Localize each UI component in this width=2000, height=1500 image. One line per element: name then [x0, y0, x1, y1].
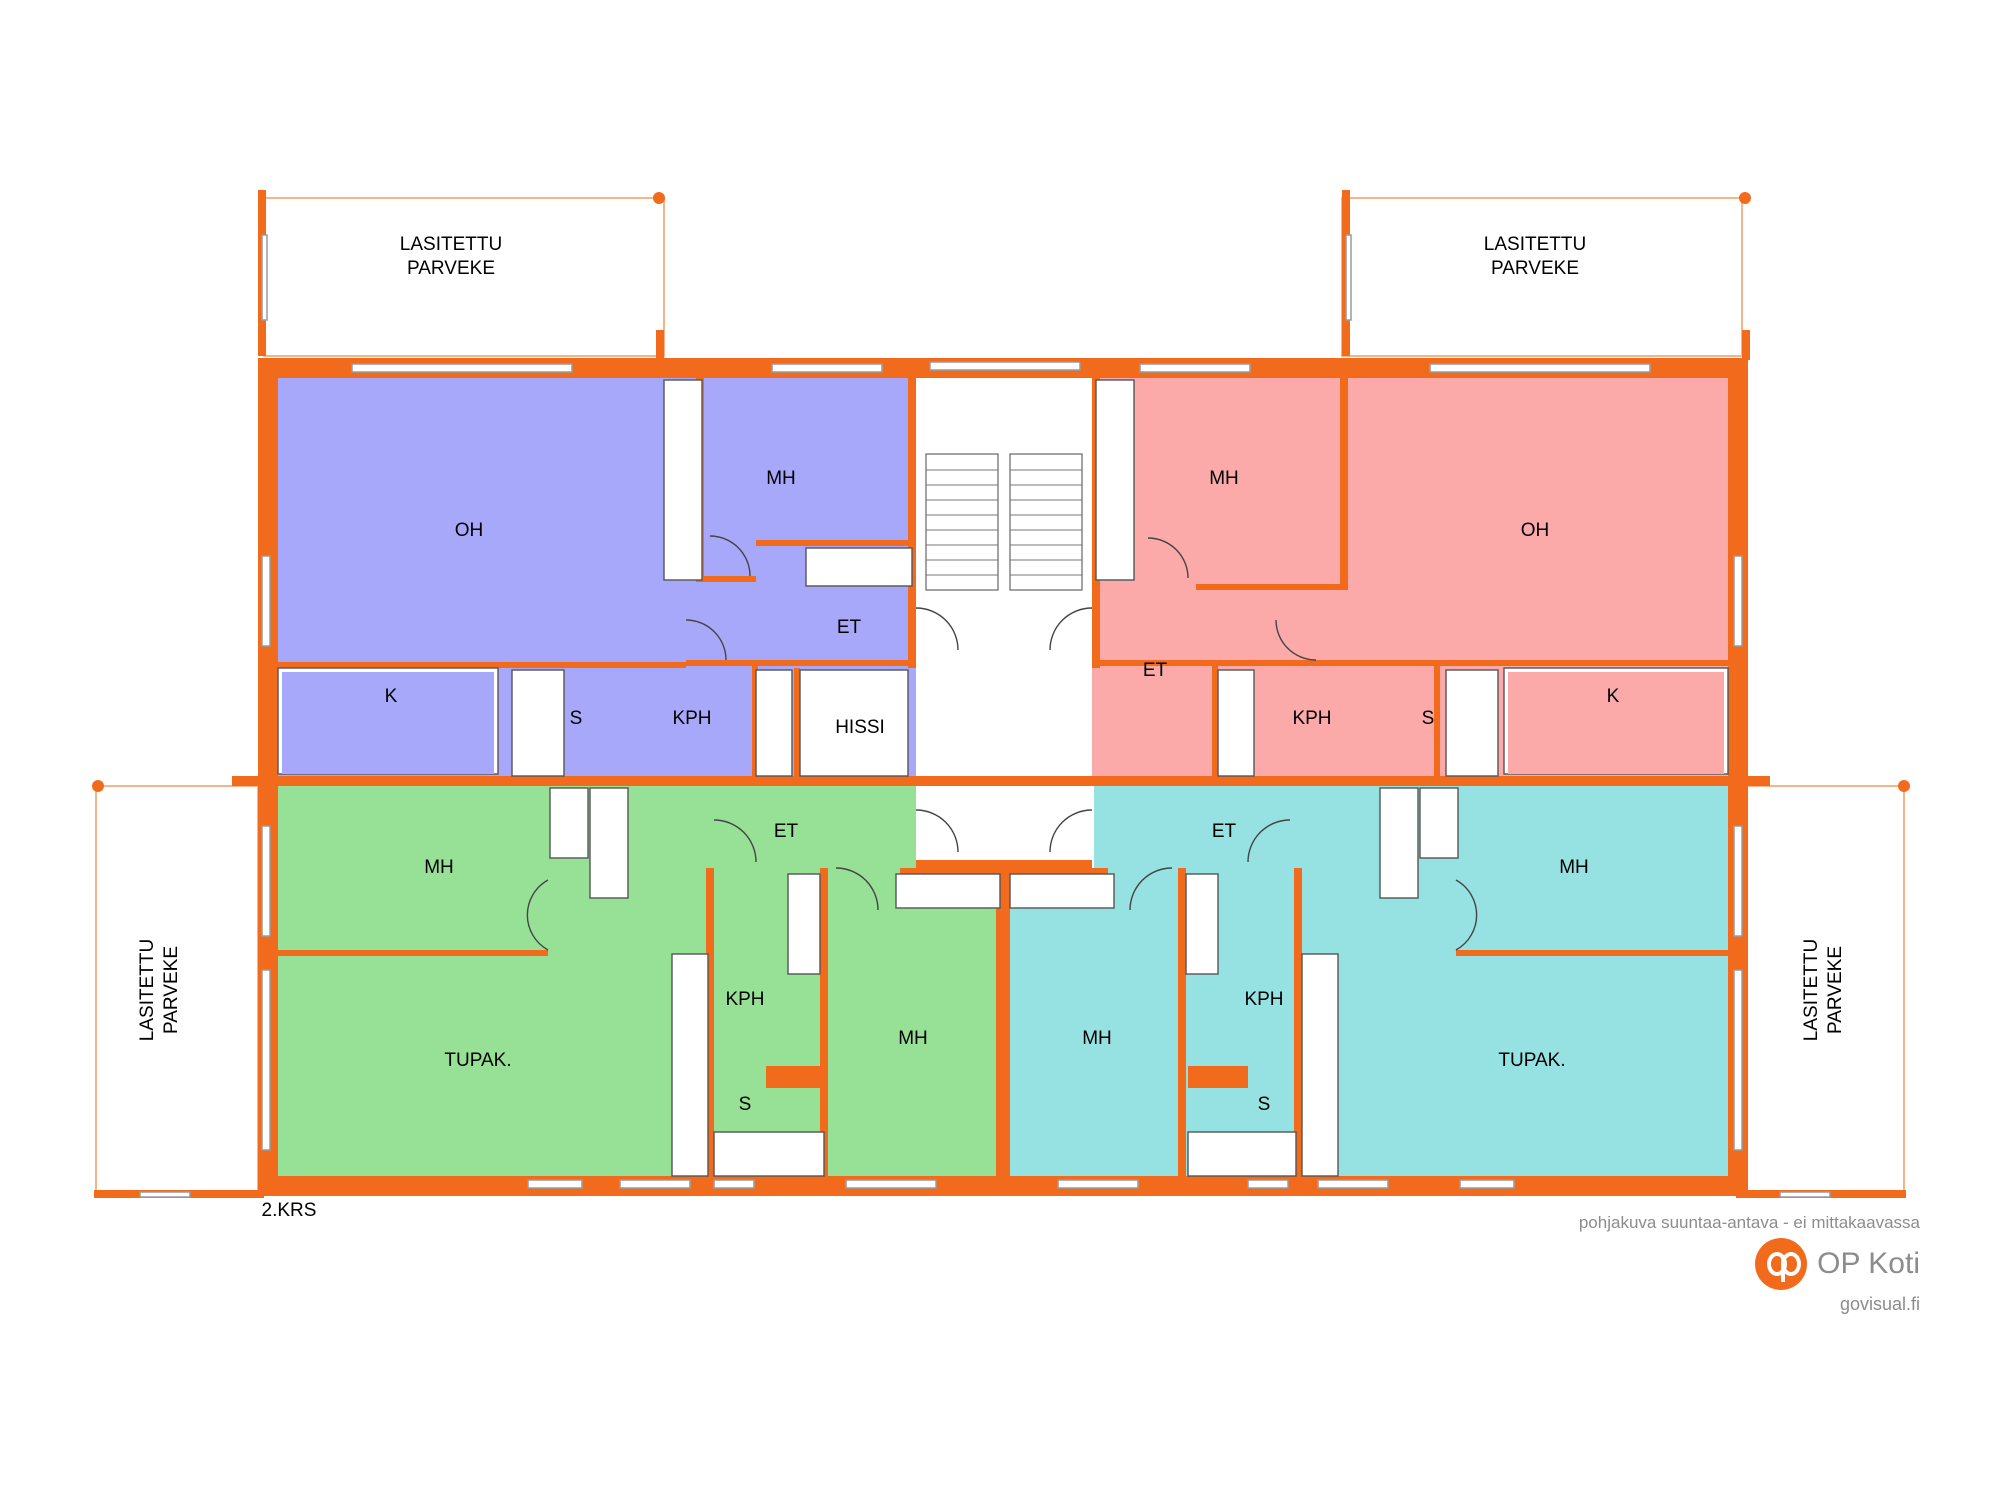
room-b-et: ET: [1143, 660, 1168, 681]
room-c-kph: KPH: [725, 989, 764, 1010]
room-c-mh1: MH: [424, 857, 454, 878]
room-b-kph: KPH: [1292, 708, 1331, 729]
room-d-et: ET: [1212, 821, 1237, 842]
balcony-right-line1: LASITETTU: [1801, 939, 1822, 1041]
op-logo-icon: [1755, 1238, 1808, 1290]
room-b-k: K: [1607, 686, 1620, 707]
room-a-kph: KPH: [672, 708, 711, 729]
room-d-mh2: MH: [1082, 1028, 1112, 1049]
apartment-c: [278, 786, 1000, 1176]
brand: OP Koti: [1755, 1238, 1920, 1290]
room-a-et: ET: [837, 617, 862, 638]
room-d-mh1: MH: [1559, 857, 1589, 878]
room-c-s: S: [739, 1094, 752, 1115]
balcony-right: [1736, 780, 1910, 1198]
fixtures: [277, 379, 1729, 1177]
doors: [526, 535, 1478, 951]
room-b-oh: OH: [1521, 520, 1550, 541]
room-a-k: K: [385, 686, 398, 707]
room-labels: LASITETTU PARVEKE LASITETTU PARVEKE LASI…: [137, 234, 1846, 1221]
room-b-mh: MH: [1209, 468, 1239, 489]
room-c-et: ET: [774, 821, 799, 842]
brand-site: govisual.fi: [1839, 1294, 1920, 1314]
room-b-s: S: [1422, 708, 1435, 729]
room-a-mh: MH: [766, 468, 796, 489]
balcony-left-line1: LASITETTU: [137, 939, 158, 1041]
room-hissi: HISSI: [835, 717, 885, 738]
room-d-s: S: [1258, 1094, 1271, 1115]
room-a-oh: OH: [455, 520, 484, 541]
balcony-right-line2: PARVEKE: [1825, 946, 1846, 1034]
brand-name: OP Koti: [1817, 1247, 1920, 1280]
disclaimer: pohjakuva suuntaa-antava - ei mittakaava…: [1578, 1213, 1920, 1232]
room-d-tupak: TUPAK.: [1498, 1050, 1565, 1071]
balcony-top-left-line1: LASITETTU: [400, 234, 502, 255]
balcony-top-left: [258, 190, 665, 360]
balcony-top-left-line2: PARVEKE: [407, 258, 495, 279]
apartment-d: [1010, 786, 1728, 1176]
stairwell: [916, 378, 1092, 860]
room-d-kph: KPH: [1244, 989, 1283, 1010]
floor-label: 2.KRS: [262, 1200, 317, 1221]
balcony-top-right-line2: PARVEKE: [1491, 258, 1579, 279]
balcony-left-line2: PARVEKE: [161, 946, 182, 1034]
balcony-top-right-line1: LASITETTU: [1484, 234, 1586, 255]
windows: [261, 361, 1743, 1189]
balcony-top-right: [1341, 190, 1751, 360]
room-a-s: S: [570, 708, 583, 729]
room-c-mh2: MH: [898, 1028, 928, 1049]
room-c-tupak: TUPAK.: [444, 1050, 511, 1071]
